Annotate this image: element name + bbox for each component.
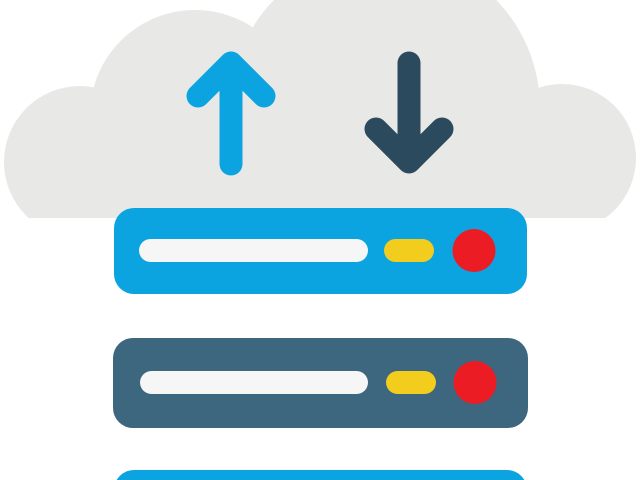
server-unit-2 [113, 338, 528, 428]
server-unit-1 [114, 208, 527, 294]
indicator-pill [384, 239, 434, 262]
cloud-icon [4, 0, 636, 218]
indicator-pill [386, 371, 436, 394]
cloud-base [80, 130, 562, 218]
upload-arrow-icon [186, 51, 276, 176]
server-unit-3 [116, 470, 525, 480]
led-light [453, 361, 497, 404]
led-light [452, 229, 496, 272]
drive-slot [140, 371, 368, 394]
server-rack [113, 208, 528, 480]
server-body [116, 470, 525, 480]
drive-slot [139, 239, 368, 262]
download-arrow-icon [364, 51, 454, 174]
